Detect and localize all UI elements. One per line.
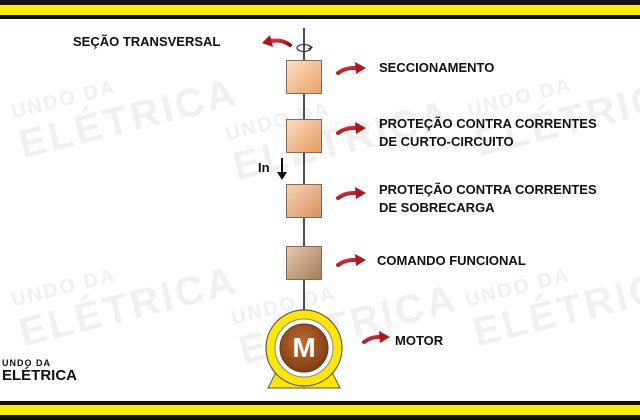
red-curved-arrow-icon: [336, 122, 366, 135]
in-label: In: [258, 160, 270, 175]
motor-letter: M: [292, 332, 316, 363]
sobrecarga-label-line2: DE SOBRECARGA: [379, 200, 495, 215]
logo: UNDO DA ELÉTRICA: [2, 358, 77, 383]
curto-circuito-label-line1: PROTEÇÃO CONTRA CORRENTES: [379, 116, 597, 131]
comando-funcional-label: COMANDO FUNCIONAL: [377, 253, 526, 268]
red-curved-arrow-icon: [362, 331, 390, 344]
red-curved-arrow-icon: [336, 62, 366, 75]
motor-label: MOTOR: [395, 333, 444, 348]
seccionamento-block: [286, 60, 322, 94]
sobrecarga-block: [286, 184, 322, 218]
rotation-ellipse-icon: [296, 43, 313, 53]
down-arrow-icon: [277, 158, 287, 180]
seccionamento-label: SECCIONAMENTO: [379, 60, 495, 75]
top-border-black-inner: [0, 15, 640, 19]
secao-transversal-label: SEÇÃO TRANSVERSAL: [73, 34, 221, 49]
logo-line1: UNDO DA: [2, 358, 51, 368]
curto-circuito-label-line2: DE CURTO-CIRCUITO: [379, 134, 514, 149]
logo-line2: ELÉTRICA: [2, 367, 77, 384]
sobrecarga-label-line1: PROTEÇÃO CONTRA CORRENTES: [379, 182, 597, 197]
red-curved-arrow-icon: [336, 254, 366, 267]
bottom-border-black-inner: [0, 401, 640, 405]
bottom-border-black: [0, 415, 640, 420]
red-curved-arrow-icon: [262, 35, 292, 47]
top-border-black: [0, 0, 640, 5]
motor: [265, 309, 343, 389]
top-border-yellow: [0, 5, 640, 15]
red-curved-arrow-icon: [336, 187, 366, 200]
curto-circuito-block: [286, 119, 322, 153]
bottom-border-yellow: [0, 405, 640, 415]
comando-block: [286, 246, 322, 280]
